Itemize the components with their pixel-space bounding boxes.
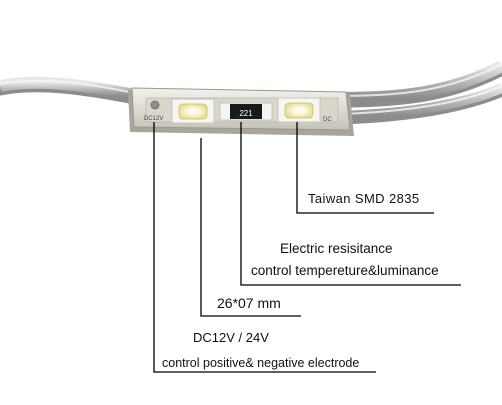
leader-line-electrode xyxy=(153,122,376,373)
right-cable-lower xyxy=(339,83,502,125)
led-chip-left xyxy=(171,98,215,124)
right-cable-upper xyxy=(339,60,502,108)
leader-line-smd xyxy=(296,122,434,214)
leader-line-resistance xyxy=(240,122,461,286)
electrode-label: control positive& negative electrode xyxy=(162,356,360,370)
resistor-code: 221 xyxy=(239,109,253,118)
led-chip-right xyxy=(277,97,321,123)
polarity-marking-right: DC xyxy=(323,117,332,123)
voltage-label: DC12V / 24V xyxy=(193,330,269,345)
resistance-label: Electric resisitance xyxy=(280,241,393,256)
resistor: 221 xyxy=(219,102,273,121)
solder-pad xyxy=(150,100,160,110)
smd-type-label: Taiwan SMD 2835 xyxy=(308,191,420,206)
leader-line-size xyxy=(200,138,301,317)
size-label: 26*07 mm xyxy=(217,295,281,311)
polarity-marking-left: DC12V xyxy=(144,116,163,122)
left-cable xyxy=(0,76,148,106)
resistance-control-label: control tempereture&luminance xyxy=(251,263,439,278)
